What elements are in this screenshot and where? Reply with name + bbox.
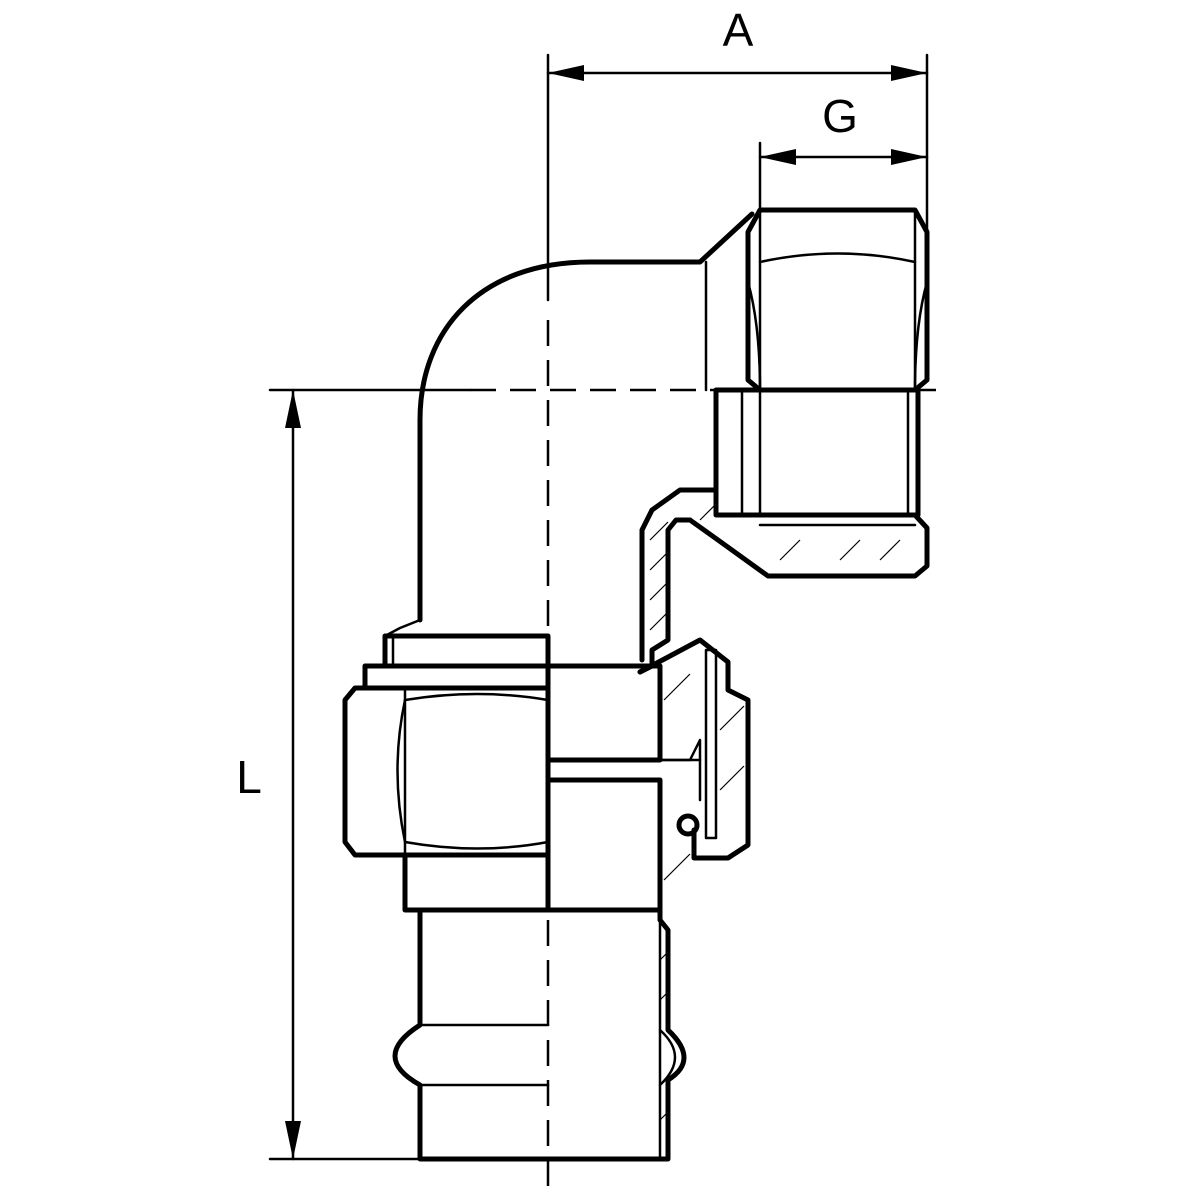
union-nut-hex-outline <box>342 685 551 858</box>
hatch-11 <box>719 765 745 791</box>
union-section-gasket <box>704 648 718 840</box>
union-nut-collar <box>362 663 551 691</box>
hatch-13 <box>659 951 669 961</box>
press-sleeve-outline <box>392 907 687 1162</box>
o-ring-seal <box>676 813 700 837</box>
hatch-7 <box>839 539 861 561</box>
hatch-15 <box>659 1111 669 1121</box>
union-section-nut-profile <box>637 637 751 861</box>
hatch-4 <box>649 611 669 631</box>
dimension-a-arrow-right <box>891 65 927 81</box>
hatch-6 <box>779 539 801 561</box>
dimension-g-arrow-right <box>891 149 927 165</box>
dimension-l: L <box>236 388 472 1161</box>
union-section-lower <box>545 777 663 913</box>
upper-hex-curve-left <box>746 280 762 392</box>
dimension-a: A <box>546 4 929 302</box>
hatch-3 <box>649 581 669 601</box>
elbow-body <box>383 211 755 662</box>
press-bead-section <box>658 1028 677 1087</box>
hatch-10 <box>719 705 745 731</box>
union-nut-hex-curve-left <box>396 698 407 844</box>
upper-thread-body <box>713 387 921 518</box>
union-nut-lower-ring <box>402 852 551 913</box>
union-section <box>545 637 751 913</box>
upper-thread <box>687 387 930 579</box>
upper-thread-collar <box>687 512 930 579</box>
upper-hex-outline <box>745 207 930 393</box>
press-sleeve <box>392 907 687 1162</box>
hatch-1 <box>649 521 669 541</box>
union-section-upper <box>545 663 663 763</box>
hatch-14 <box>659 991 669 1001</box>
dimension-g: G <box>758 90 929 212</box>
hatch-5 <box>699 503 717 521</box>
upper-hex-flat-top <box>758 252 917 264</box>
union-section-step <box>658 738 702 802</box>
dimension-g-label: G <box>822 90 858 142</box>
dimension-l-label: L <box>236 751 262 803</box>
elbow-lower-shoulder <box>383 618 422 662</box>
hatch-8 <box>879 539 901 561</box>
upper-hex-nut <box>745 207 930 393</box>
upper-hex-curve-right <box>913 280 929 392</box>
dimension-l-arrow-bottom <box>285 1121 301 1159</box>
hatch-12 <box>663 853 691 881</box>
hatch-2 <box>649 551 669 571</box>
elbow-outer-arc <box>417 211 755 623</box>
union-nut-hex-flat-top <box>403 692 550 702</box>
hatch-9 <box>663 673 691 701</box>
dimension-a-arrow-left <box>548 65 584 81</box>
union-nut-hex-flat-bottom <box>403 840 550 850</box>
dimension-a-label: A <box>723 4 754 56</box>
union-nut <box>342 633 551 913</box>
union-nut-top-ring <box>382 633 551 669</box>
section-outer-wall <box>639 487 719 663</box>
dimension-g-arrow-left <box>760 149 796 165</box>
dimension-l-arrow-top <box>285 390 301 428</box>
